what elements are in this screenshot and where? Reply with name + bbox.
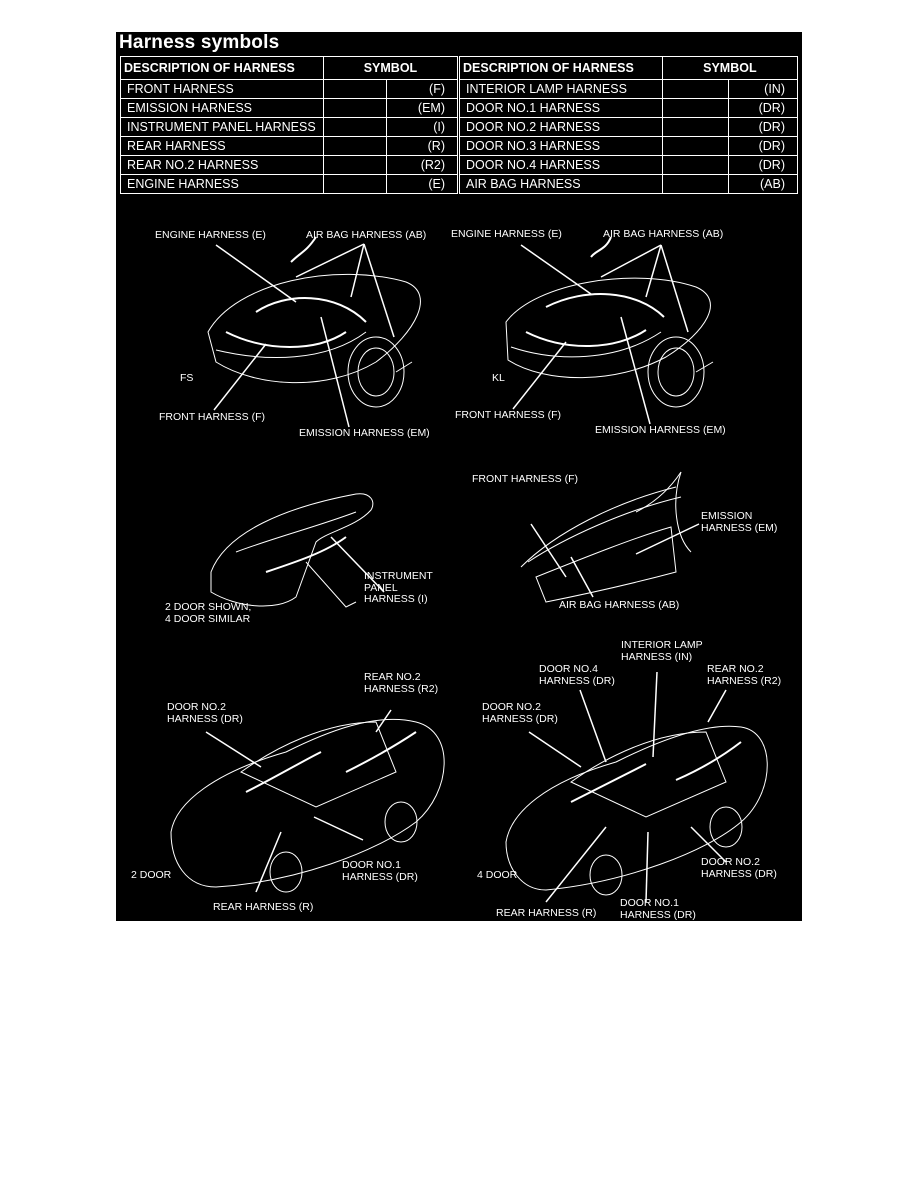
label-door-no2-harness-4door-left: DOOR NO.2 HARNESS (DR)	[482, 701, 558, 725]
label-emission-harness-fs: EMISSION HARNESS (EM)	[299, 427, 430, 439]
label-line: 4 DOOR SIMILAR	[165, 612, 251, 625]
label-rear-no2-harness-4door: REAR NO.2 HARNESS (R2)	[707, 663, 782, 687]
harness-line-art	[170, 236, 768, 903]
label-line: DOOR NO.2	[482, 701, 541, 713]
label-line: EMISSION	[701, 510, 753, 522]
label-line: HARNESS (R2)	[364, 682, 439, 695]
label-engine-harness-fs: ENGINE HARNESS (E)	[155, 229, 266, 241]
harness-description: REAR NO.2 HARNESS	[120, 155, 324, 175]
harness-description: DOOR NO.3 HARNESS	[459, 136, 663, 156]
table-row: REAR HARNESS (R)	[120, 136, 458, 156]
label-door-no2-harness-2door: DOOR NO.2 HARNESS (DR)	[167, 701, 243, 725]
label-door-no2-harness-4door-right: DOOR NO.2 HARNESS (DR)	[701, 856, 777, 880]
harness-symbol: (DR)	[728, 155, 798, 175]
table-row: INTERIOR LAMP HARNESS(IN)	[459, 79, 798, 99]
label-door-no4-harness: DOOR NO.4 HARNESS (DR)	[539, 663, 615, 687]
table-row: FRONT HARNESS (F)	[120, 79, 458, 99]
label-line: INTERIOR LAMP	[621, 639, 703, 651]
label-instrument-panel-harness: INSTRUMENT PANEL HARNESS (I)	[364, 570, 433, 606]
header-description: DESCRIPTION OF HARNESS	[459, 56, 663, 80]
firewall-drawing	[520, 471, 700, 603]
label-line: DOOR NO.2	[167, 701, 226, 713]
two-door-car-drawing	[170, 709, 445, 893]
label-rear-harness-2door: REAR HARNESS (R)	[213, 901, 314, 913]
label-rear-no2-harness-2door: REAR NO.2 HARNESS (R2)	[364, 671, 439, 695]
label-line: HARNESS (I)	[364, 593, 428, 605]
four-door-car-drawing	[505, 671, 768, 903]
label-emission-harness-firewall: EMISSION HARNESS (EM)	[701, 510, 778, 534]
label-line: HARNESS (DR)	[482, 712, 558, 725]
header-description: DESCRIPTION OF HARNESS	[120, 56, 324, 80]
label-model-code-fs: FS	[180, 372, 194, 384]
harness-description: REAR HARNESS	[120, 136, 324, 156]
label-model-code-kl: KL	[492, 372, 505, 384]
label-engine-harness-kl: ENGINE HARNESS (E)	[451, 228, 562, 240]
label-airbag-harness-kl: AIR BAG HARNESS (AB)	[603, 228, 724, 240]
label-4door-caption: 4 DOOR	[477, 869, 518, 881]
table-header-row: DESCRIPTION OF HARNESS SYMBOL	[459, 56, 799, 80]
harness-symbol: (AB)	[728, 174, 798, 194]
label-line: HARNESS (DR)	[539, 674, 615, 687]
label-line: DOOR NO.2	[701, 856, 760, 868]
label-door-note: 2 DOOR SHOWN; 4 DOOR SIMILAR	[165, 601, 252, 625]
label-door-no1-harness-2door: DOOR NO.1 HARNESS (DR)	[342, 859, 418, 883]
label-line: DOOR NO.4	[539, 663, 598, 675]
label-line: REAR NO.2	[707, 663, 764, 675]
label-front-harness-kl: FRONT HARNESS (F)	[455, 409, 561, 421]
harness-symbol: (E)	[386, 174, 458, 194]
label-2door-caption: 2 DOOR	[131, 869, 172, 881]
table-row: AIR BAG HARNESS (AB)	[459, 174, 798, 194]
label-line: DOOR NO.1	[342, 859, 401, 871]
page-title: Harness symbols	[119, 32, 280, 53]
engine-bay-kl-drawing	[505, 236, 714, 425]
harness-symbols-panel: Harness symbols DESCRIPTION OF HARNESS S…	[116, 32, 802, 921]
label-line: 2 DOOR SHOWN;	[165, 601, 252, 613]
harness-description: AIR BAG HARNESS	[459, 174, 663, 194]
harness-table-right: DESCRIPTION OF HARNESS SYMBOL INTERIOR L…	[459, 56, 799, 194]
label-line: REAR NO.2	[364, 671, 421, 683]
table-header-row: DESCRIPTION OF HARNESS SYMBOL	[120, 56, 459, 80]
table-row: ENGINE HARNESS(E)	[120, 174, 458, 194]
harness-symbol: (R)	[386, 136, 458, 156]
label-line: HARNESS (DR)	[701, 867, 777, 880]
label-door-no1-harness-4door: DOOR NO.1 HARNESS (DR)	[620, 897, 696, 921]
engine-bay-fs-drawing	[207, 236, 421, 428]
label-airbag-harness-fs: AIR BAG HARNESS (AB)	[306, 229, 427, 241]
label-line: HARNESS (DR)	[342, 870, 418, 883]
label-front-harness-fs: FRONT HARNESS (F)	[159, 411, 265, 423]
label-airbag-harness-firewall: AIR BAG HARNESS (AB)	[559, 599, 680, 611]
label-emission-harness-kl: EMISSION HARNESS (EM)	[595, 424, 726, 436]
harness-table-left: DESCRIPTION OF HARNESS SYMBOL FRONT HARN…	[120, 56, 459, 194]
label-rear-harness-4door: REAR HARNESS (R)	[496, 907, 597, 919]
label-line: HARNESS (IN)	[621, 650, 693, 663]
label-line: PANEL	[364, 581, 398, 594]
label-line: DOOR NO.1	[620, 897, 679, 909]
header-symbol: SYMBOL	[661, 56, 799, 80]
label-line: HARNESS (EM)	[701, 521, 778, 534]
label-line: HARNESS (DR)	[620, 908, 696, 921]
label-line: INSTRUMENT	[364, 570, 433, 582]
harness-symbol: (F)	[386, 79, 458, 99]
dashboard-drawing	[210, 493, 385, 608]
harness-symbol: (EM)	[386, 98, 458, 118]
label-line: HARNESS (DR)	[167, 712, 243, 725]
label-line: HARNESS (R2)	[707, 674, 782, 687]
harness-description: FRONT HARNESS	[120, 79, 324, 99]
table-row: EMISSION HARNESS(EM)	[120, 98, 458, 118]
label-front-harness-firewall: FRONT HARNESS (F)	[472, 473, 578, 485]
harness-description: DOOR NO.2 HARNESS	[459, 117, 663, 137]
label-interior-lamp-harness: INTERIOR LAMP HARNESS (IN)	[621, 639, 703, 663]
harness-description: DOOR NO.1 HARNESS	[459, 98, 663, 118]
